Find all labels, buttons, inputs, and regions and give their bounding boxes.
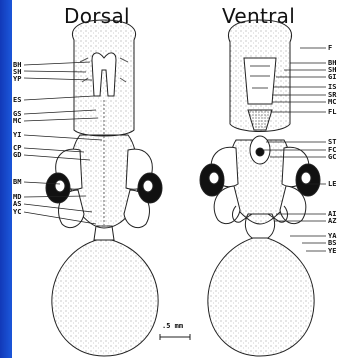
ventral-label: LE [328, 180, 336, 188]
dorsal-label: AS [13, 200, 21, 208]
scale-bar: .5 mm [160, 322, 190, 340]
ventral-mouth-structure [244, 58, 276, 104]
ventral-label: YE [328, 247, 336, 255]
ventral-label: AZ [328, 217, 336, 225]
dorsal-label: MC [13, 117, 21, 125]
dorsal-specimen [46, 20, 162, 356]
dorsal-label-group: BH SH YP ES GS MC YI CP GD BM MD AS YC [13, 61, 21, 216]
ventral-label: ST [328, 138, 336, 146]
ventral-label-group: F BH SH GI IS SR MC FL ST FC GC LE AI AZ… [328, 44, 337, 255]
ventral-label: F [328, 44, 332, 52]
dorsal-label: YC [13, 208, 21, 216]
dorsal-label: BM [13, 178, 21, 186]
dorsal-label: YI [13, 131, 21, 139]
dorsal-label: ES [13, 96, 21, 104]
ventral-label: GI [328, 73, 336, 81]
ventral-specimen [200, 20, 320, 356]
ventral-label: IS [328, 83, 336, 91]
ventral-label: BS [328, 239, 336, 247]
ventral-abdomen [208, 236, 314, 356]
ventral-label: FL [328, 108, 336, 116]
dorsal-label: GD [13, 151, 21, 159]
scale-bar-label: .5 mm [162, 322, 183, 330]
ventral-label: GC [328, 153, 336, 161]
dorsal-abdomen [52, 238, 158, 356]
ventral-label: MC [328, 98, 336, 106]
dorsal-label: YP [13, 75, 21, 83]
